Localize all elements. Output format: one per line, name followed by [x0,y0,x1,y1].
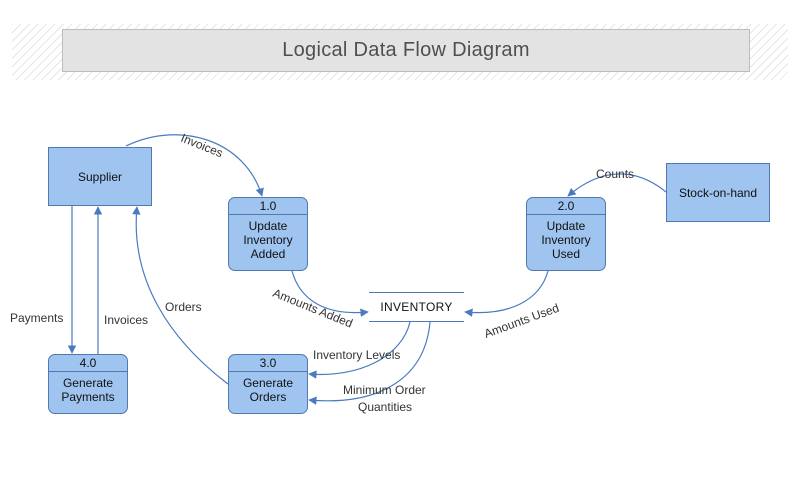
flow-label-amounts-added: Amounts Added [271,286,355,331]
process-generate-payments[interactable]: 4.0 Generate Payments [48,354,128,414]
flow-amounts-added-p1-to-store [291,270,369,317]
process-update-inventory-used[interactable]: 2.0 Update Inventory Used [526,197,606,271]
data-store-inventory[interactable]: INVENTORY [369,292,464,322]
flow-label-min-order-line1: Minimum Order [343,383,426,397]
process-name: Generate Payments [61,376,115,404]
flow-min-order-qty-store-to-p3 [308,321,431,405]
entity-stock-on-hand-label: Stock-on-hand [678,185,758,200]
flow-invoices-supplier-to-p1 [125,134,264,197]
entity-supplier-label: Supplier [77,169,123,184]
entity-supplier[interactable]: Supplier [48,147,152,206]
process-id: 4.0 [49,355,127,372]
process-id: 2.0 [527,198,605,215]
flow-label-payments: Payments [10,311,63,325]
diagram-title: Logical Data Flow Diagram [62,29,750,72]
flow-inventory-levels-store-to-p3 [308,321,411,379]
data-store-label: INVENTORY [380,300,453,314]
process-name: Update Inventory Used [541,219,591,261]
flow-label-amounts-used: Amounts Used [482,301,561,341]
process-id: 1.0 [229,198,307,215]
flow-label-invoices-top: Invoices [179,131,225,160]
entity-stock-on-hand[interactable]: Stock-on-hand [666,163,770,222]
process-update-inventory-added[interactable]: 1.0 Update Inventory Added [228,197,308,271]
process-id: 3.0 [229,355,307,372]
flow-label-counts: Counts [596,167,634,181]
process-generate-orders[interactable]: 3.0 Generate Orders [228,354,308,414]
flow-counts-stock-to-p2 [567,173,667,197]
flow-label-invoices-left: Invoices [104,313,148,327]
process-name: Generate Orders [242,376,294,404]
flow-orders-p3-to-supplier [132,206,229,385]
flow-label-min-order-line2: Quantities [358,400,412,414]
flow-amounts-used-p2-to-store [464,270,549,317]
process-name: Update Inventory Added [243,219,293,261]
flow-label-orders: Orders [165,300,202,314]
flow-label-inventory-levels: Inventory Levels [313,348,400,362]
